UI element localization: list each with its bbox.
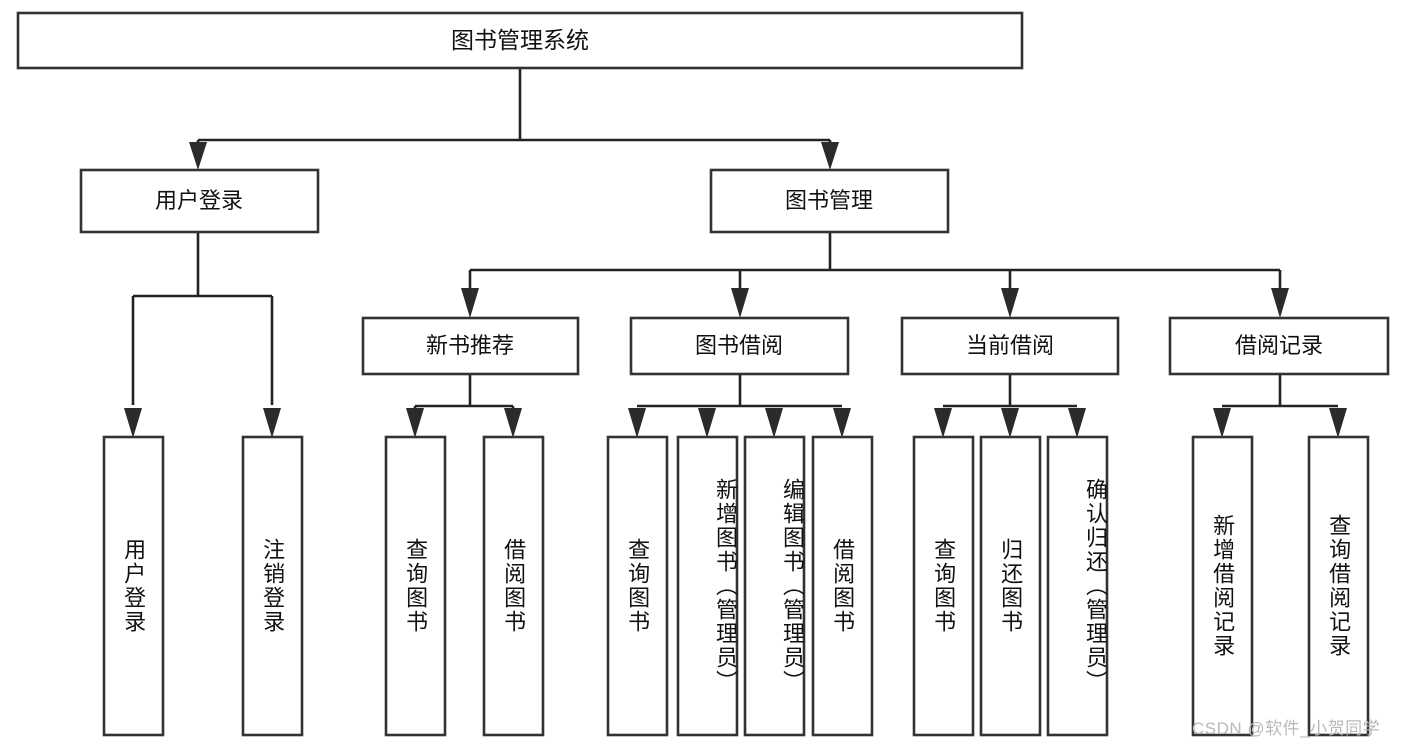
leaf-box-add-book[interactable] <box>676 435 739 737</box>
node-book-borrow-label: 图书借阅 <box>695 333 783 358</box>
arrow-leaf-add-record <box>1213 408 1231 438</box>
node-new-book-recommend-label: 新书推荐 <box>426 333 514 358</box>
leaf-box-borrow-book-1[interactable] <box>482 435 545 737</box>
node-current-borrow[interactable]: 当前借阅 <box>900 316 1120 376</box>
leaf-box-user-login[interactable] <box>102 435 165 737</box>
arrow-leaf-borrow-book-1 <box>504 408 522 438</box>
node-book-borrow-box[interactable] <box>629 316 850 376</box>
node-book-management-label: 图书管理 <box>785 188 873 213</box>
leaf-box-borrow-book-2[interactable] <box>811 435 874 737</box>
csdn-watermark: CSDN @软件_小贺同学 <box>1192 719 1381 738</box>
arrow-to-current-borrow <box>1001 288 1019 318</box>
arrow-leaf-return-book <box>1001 408 1019 438</box>
leaf-box-user-logout[interactable] <box>241 435 304 737</box>
node-root-label: 图书管理系统 <box>451 27 589 53</box>
node-borrow-record-label: 借阅记录 <box>1235 333 1323 358</box>
leaf-box-query-book-1[interactable] <box>384 435 447 737</box>
node-root[interactable]: 图书管理系统 <box>16 11 1024 70</box>
arrow-leaf-user-logout <box>263 408 281 438</box>
node-book-management-box[interactable] <box>709 168 950 234</box>
arrow-leaf-user-login <box>124 408 142 438</box>
arrow-leaf-query-book-2 <box>628 408 646 438</box>
leaf-box-query-record[interactable] <box>1307 435 1370 737</box>
leaf-box-return-book[interactable] <box>979 435 1042 737</box>
arrow-leaf-query-book-3 <box>934 408 952 438</box>
arrow-leaf-query-record <box>1329 408 1347 438</box>
node-current-borrow-box[interactable] <box>900 316 1120 376</box>
node-user-login-label: 用户登录 <box>155 188 243 213</box>
arrow-to-borrow-record <box>1271 288 1289 318</box>
node-current-borrow-label: 当前借阅 <box>966 333 1054 358</box>
connector-layer <box>124 68 1347 438</box>
node-user-login[interactable]: 用户登录 <box>79 168 320 234</box>
arrow-to-user-login <box>189 142 207 170</box>
leaf-box-confirm-return[interactable] <box>1046 435 1109 737</box>
arrow-leaf-borrow-book-2 <box>833 408 851 438</box>
node-new-book-recommend[interactable]: 新书推荐 <box>361 316 580 376</box>
node-book-management[interactable]: 图书管理 <box>709 168 950 234</box>
arrow-to-new-book-recommend <box>461 288 479 318</box>
leaf-box-query-book-3[interactable] <box>912 435 975 737</box>
node-new-book-recommend-box[interactable] <box>361 316 580 376</box>
arrow-leaf-add-book <box>698 408 716 438</box>
arrow-to-book-management <box>821 142 839 170</box>
node-user-login-box[interactable] <box>79 168 320 234</box>
node-borrow-record[interactable]: 借阅记录 <box>1168 316 1390 376</box>
node-book-borrow[interactable]: 图书借阅 <box>629 316 850 376</box>
leaf-box-add-record[interactable] <box>1191 435 1254 737</box>
leaf-box-edit-book[interactable] <box>743 435 806 737</box>
node-root-box[interactable] <box>16 11 1024 70</box>
node-borrow-record-box[interactable] <box>1168 316 1390 376</box>
arrow-to-book-borrow <box>731 288 749 318</box>
arrow-leaf-confirm-return <box>1068 408 1086 438</box>
arrow-leaf-query-book-1 <box>406 408 424 438</box>
arrow-leaf-edit-book <box>765 408 783 438</box>
leaf-box-query-book-2[interactable] <box>606 435 669 737</box>
